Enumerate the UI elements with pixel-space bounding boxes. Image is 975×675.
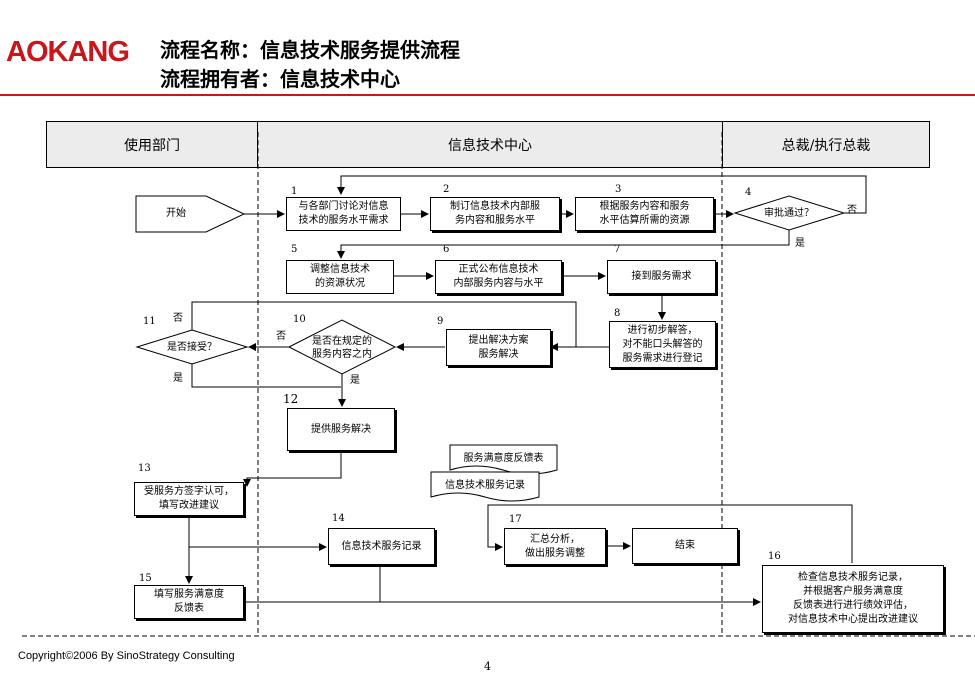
step-number-13: 13 [138,463,151,474]
step-2-label: 制订信息技术内部服 务内容和服务水平 [450,201,540,226]
feedback-form-doc-label: 服务满意度反馈表 [463,453,544,464]
step-6-box: 正式公布信息技术 内部服务内容与水平 [435,260,562,294]
start-shape [135,195,246,233]
step-10-label: 是否在规定的 服务内容之内 [312,336,372,360]
step-number-12: 12 [283,392,299,406]
lane-it-center-label: 信息技术中心 [448,137,532,154]
lane-it-center: 信息技术中心 [257,121,723,168]
scope-diamond [287,319,397,375]
process-owner-title: 流程拥有者：信息技术中心 [160,67,400,91]
end-label: 结束 [675,540,695,551]
process-name-title: 流程名称：信息技术服务提供流程 [160,38,460,62]
step-number-15: 15 [139,573,152,584]
step-number-9: 9 [437,316,444,327]
start-node: 开始 [136,196,216,232]
step-2-box: 制订信息技术内部服 务内容和服务水平 [430,197,560,231]
step-number-5: 5 [291,244,298,255]
step-12-label: 提供服务解决 [311,423,371,435]
step-12-box: 提供服务解决 [287,408,395,451]
step-9-label: 提出解决方案 服务解决 [468,334,529,360]
branch-no-label: 否 [847,205,857,216]
aokang-logo: AOKANG [6,36,130,68]
step-number-17: 17 [509,514,522,525]
page-number: 4 [484,660,491,673]
step-13-box: 受服务方签字认可， 填写改进建议 [134,482,244,516]
accept-diamond [135,329,249,365]
step-number-3: 3 [615,184,622,195]
step-16-box: 检查信息技术服务记录， 并根据客户服务满意度 反馈表进行进行绩效评估， 对信息技… [762,565,944,633]
step-5-box: 调整信息技术 的资源状况 [286,260,394,294]
header-divider [0,94,975,96]
step-number-8: 8 [614,308,621,319]
step-8-box: 进行初步解答， 对不能口头解答的 服务需求进行登记 [609,321,716,368]
end-box: 结束 [632,528,738,564]
step-1-label: 与各部门讨论对信息 技术的服务水平需求 [298,201,389,226]
step-7-label: 接到服务需求 [631,271,692,282]
lane-user-department: 使用部门 [46,121,258,168]
branch-yes-label: 是 [173,373,183,384]
step-17-label: 汇总分析， 做出服务调整 [525,533,585,559]
step-number-1: 1 [291,186,298,197]
lane-president-label: 总裁/执行总裁 [781,137,871,154]
step-15-box: 填写服务满意度 反馈表 [134,585,244,619]
step-3-label: 根据服务内容和服务 水平估算所需的资源 [599,201,690,226]
step-6-label: 正式公布信息技术 内部服务内容与水平 [453,264,544,289]
branch-no-label: 否 [173,313,183,324]
step-4-label: 审批通过？ [764,208,814,219]
step-14-label: 信息技术服务记录 [341,540,422,552]
service-record-doc-shape [430,471,540,502]
step-number-4: 4 [745,187,752,198]
step-number-6: 6 [443,244,450,255]
step-number-10: 10 [293,314,306,325]
step-1-box: 与各部门讨论对信息 技术的服务水平需求 [286,197,401,231]
copyright-text: Copyright©2006 By SinoStrategy Consultin… [18,650,235,662]
branch-yes-label: 是 [795,238,805,249]
step-15-label: 填写服务满意度 反馈表 [154,589,224,614]
branch-no-label: 否 [276,331,286,342]
step-17-box: 汇总分析， 做出服务调整 [504,528,606,565]
feedback-form-doc-shape [449,444,558,475]
step-number-2: 2 [443,184,450,195]
step-3-box: 根据服务内容和服务 水平估算所需的资源 [575,197,714,231]
lane-president: 总裁/执行总裁 [722,121,930,168]
step-7-box: 接到服务需求 [607,260,716,294]
step-number-11: 11 [143,316,156,327]
lane-user-department-label: 使用部门 [124,137,180,154]
step-9-box: 提出解决方案 服务解决 [446,329,551,366]
step-number-7: 7 [614,244,621,255]
step-5-label: 调整信息技术 的资源状况 [310,264,370,289]
step-16-label: 检查信息技术服务记录， 并根据客户服务满意度 反馈表进行进行绩效评估， 对信息技… [788,572,918,625]
step-8-label: 进行初步解答， 对不能口头解答的 服务需求进行登记 [622,324,703,364]
step-13-label: 受服务方签字认可， 填写改进建议 [144,486,234,511]
step-number-16: 16 [768,551,781,562]
branch-yes-label: 是 [350,375,360,386]
start-label: 开始 [166,208,186,219]
step-11-label: 是否接受？ [167,342,217,353]
step-14-box: 信息技术服务记录 [328,528,435,565]
service-record-doc-label: 信息技术服务记录 [445,480,525,491]
step-number-14: 14 [332,513,345,524]
